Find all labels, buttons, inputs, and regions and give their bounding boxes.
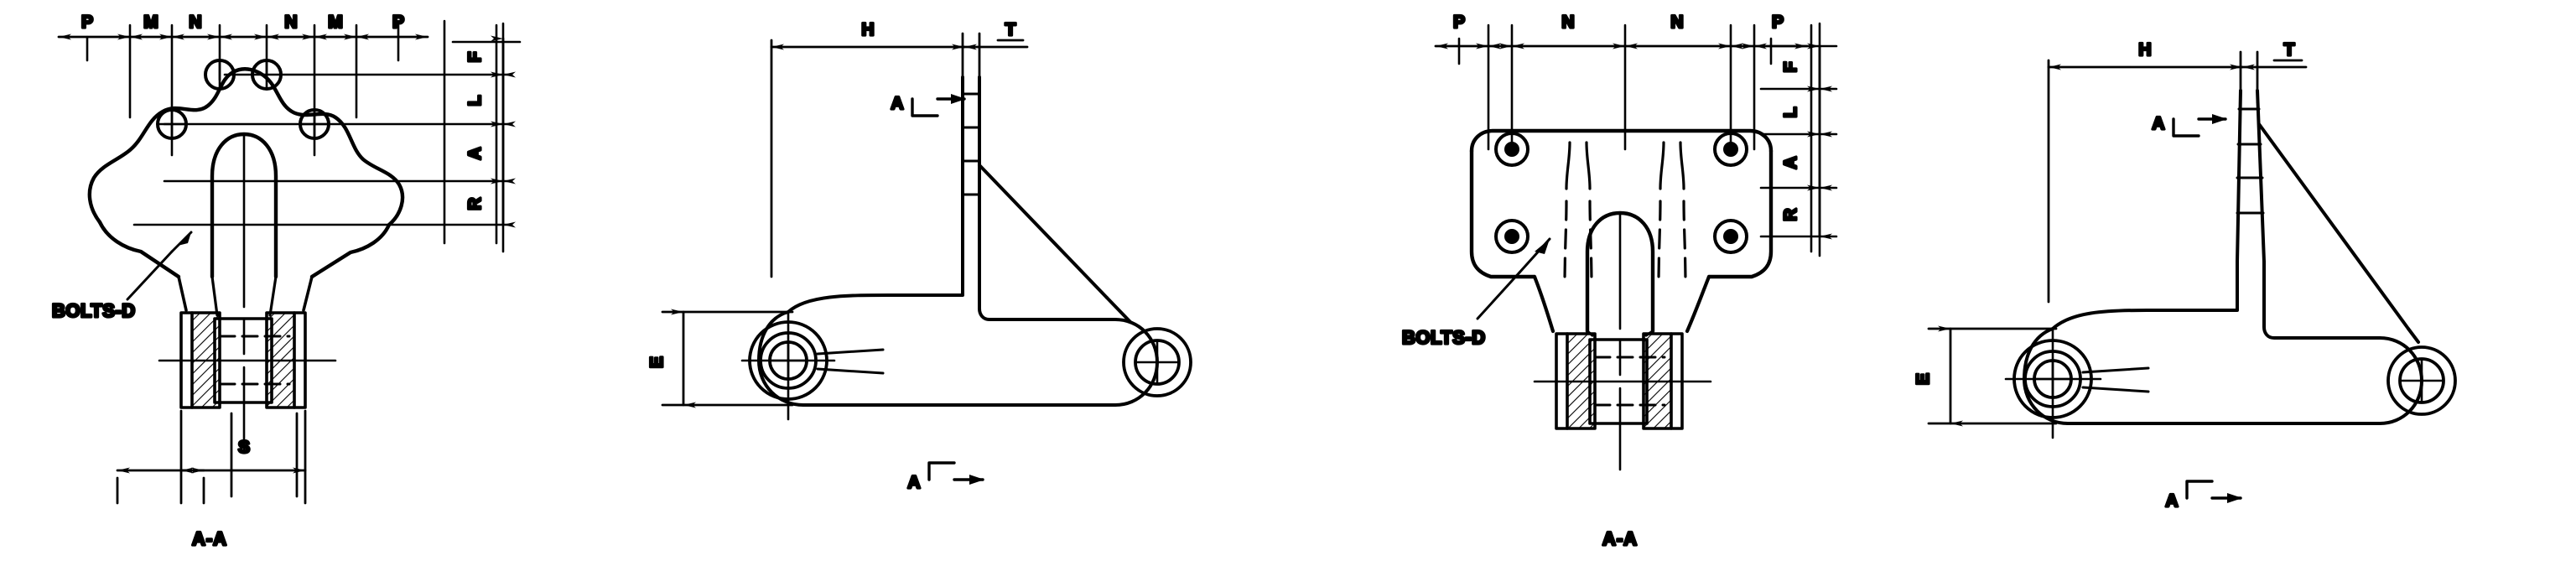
fig3-view-title-section: A-A xyxy=(1602,528,1638,549)
fig1-dim-label-p-left: P xyxy=(81,13,93,32)
fig1-dim-label-p-right: P xyxy=(392,13,404,32)
fig1-bolt-holes xyxy=(156,59,330,140)
figure-4-variant-b-side-view: H T E A A xyxy=(1912,39,2457,512)
fig2-roller-left-centermark xyxy=(740,310,836,421)
fig2-roller-left-leader xyxy=(816,348,885,375)
fig1-dim-label-l: L xyxy=(465,95,485,106)
fig4-dim-label-e: E xyxy=(1914,373,1933,385)
fig1-dim-label-m-right: M xyxy=(328,13,343,32)
fig1-dim-label-m-left: M xyxy=(143,13,158,32)
fig2-e-dimension xyxy=(661,309,794,408)
fig4-section-marker-bottom xyxy=(2185,480,2242,503)
fig4-roller-right-centermark xyxy=(2400,359,2444,402)
fig1-dim-label-a: A xyxy=(465,147,485,159)
fig1-bolt-hole-centermarks xyxy=(158,60,329,138)
fig2-section-marker-bottom xyxy=(927,461,984,485)
fig1-s-dimension xyxy=(116,412,299,505)
fig2-dim-label-t: T xyxy=(1005,20,1016,39)
fig3-dim-label-p-right: P xyxy=(1772,13,1784,32)
fig3-bolt-holes xyxy=(1494,132,1748,254)
figure-1-variant-a-section-view: P M N N M P F L A R BOLTS-D S A-A xyxy=(50,11,522,551)
fig1-bolts-callout-label: BOLTS-D xyxy=(52,300,136,321)
figure-2-variant-a-side-view: H T E A A xyxy=(646,18,1192,494)
fig2-section-label-bottom: A xyxy=(907,473,920,492)
fig3-dim-label-p-left: P xyxy=(1453,13,1465,32)
fig1-dim-label-n-left: N xyxy=(189,13,201,32)
fig1-dim-label-s: S xyxy=(238,438,250,457)
fig1-dim-label-n-right: N xyxy=(284,13,297,32)
fig3-bolts-callout-label: BOLTS-D xyxy=(1402,327,1486,348)
fig1-view-title-section: A-A xyxy=(192,528,227,549)
fig3-bolts-leader-line xyxy=(1476,237,1551,320)
fig3-dim-label-f: F xyxy=(1781,61,1800,72)
fig4-section-label-top: A xyxy=(2152,114,2164,133)
fig4-dim-label-t: T xyxy=(2284,40,2295,60)
fig2-roller-right xyxy=(1122,327,1192,397)
fig1-dim-label-f: F xyxy=(465,51,485,62)
fig3-hidden-bore-lines xyxy=(1593,356,1666,407)
fig4-section-label-bottom: A xyxy=(2165,491,2178,511)
fig1-s-dimension-outer xyxy=(179,409,307,505)
fig3-dim-label-n-left: N xyxy=(1561,13,1574,32)
fig3-hidden-rib-lines-dashed xyxy=(1563,200,1687,287)
fig1-bolts-leader-line xyxy=(126,231,193,301)
fig3-dim-label-r: R xyxy=(1781,208,1800,221)
fig1-bracket-outline xyxy=(87,67,405,279)
fig3-plate-outline xyxy=(1469,128,1774,279)
fig2-roller-right-centermark xyxy=(1135,340,1179,384)
fig4-roller-left-leader xyxy=(2081,366,2150,393)
fig4-dim-label-h: H xyxy=(2138,40,2151,60)
fig1-dim-label-r: R xyxy=(465,197,485,210)
fig2-section-label-top: A xyxy=(891,94,903,113)
fig4-roller-left-centermark xyxy=(2004,327,2102,439)
fig3-dim-label-n-right: N xyxy=(1670,13,1683,32)
fig4-roller-right xyxy=(2386,345,2457,416)
fig2-dim-label-e: E xyxy=(647,356,667,368)
fig3-dim-label-l: L xyxy=(1781,106,1800,117)
fig1-hidden-bore-lines xyxy=(218,335,291,386)
fig2-dim-label-h: H xyxy=(861,20,874,39)
fig2-section-marker-top xyxy=(911,94,966,117)
fig4-e-dimension xyxy=(1927,325,2058,427)
figure-3-variant-b-section-view: P N N P F L A R BOLTS-D A-A xyxy=(1400,11,1838,551)
fig3-hidden-rib-lines xyxy=(1565,141,1685,190)
fig4-section-marker-top xyxy=(2172,114,2227,138)
fig3-dim-label-a: A xyxy=(1781,156,1800,169)
